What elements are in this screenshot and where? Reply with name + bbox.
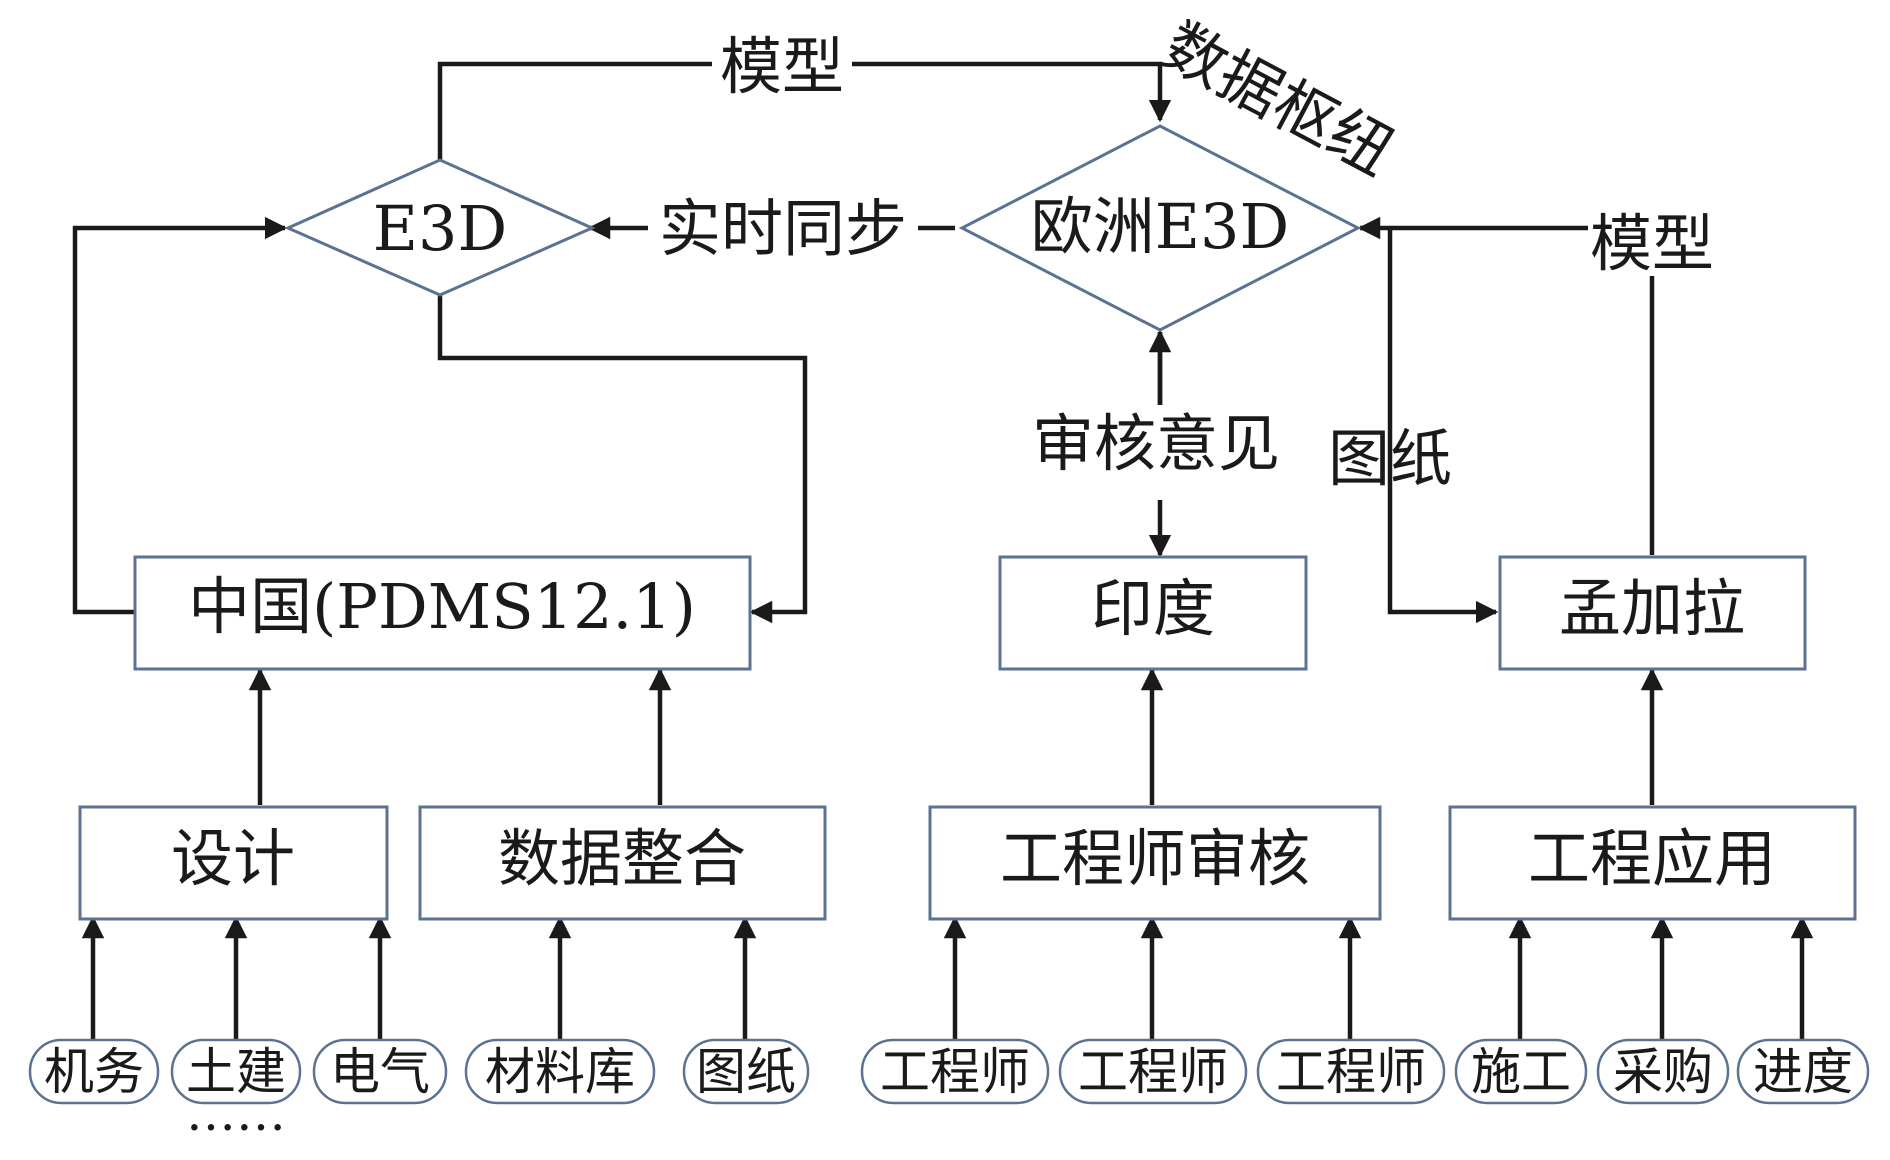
edge-china-to-e3d	[72, 216, 288, 615]
edge-e3d-to-china	[437, 295, 808, 624]
label-model-top: 模型	[720, 30, 844, 103]
source-engineer-1-label: 工程师	[880, 1043, 1030, 1101]
node-data-integration: 数据整合	[418, 805, 827, 921]
source-ellipsis: ……	[186, 1084, 286, 1142]
source-construction-label: 施工	[1471, 1043, 1571, 1101]
source-electrical-label: 电气	[330, 1043, 430, 1101]
source-procurement: 采购	[1596, 1038, 1730, 1105]
source-civil-label: 土建	[186, 1043, 286, 1101]
source-drawings: 图纸	[682, 1038, 810, 1105]
source-mechanical: 机务	[28, 1038, 160, 1105]
source-procurement-label: 采购	[1613, 1043, 1713, 1101]
source-electrical: 电气	[312, 1038, 448, 1105]
source-mechanical-label: 机务	[44, 1043, 144, 1101]
node-bangladesh: 孟加拉	[1498, 555, 1807, 671]
source-drawings-label: 图纸	[696, 1043, 796, 1101]
node-china-label: 中国(PDMS12.1)	[188, 570, 696, 643]
source-material-library-label: 材料库	[485, 1043, 635, 1101]
node-india: 印度	[998, 555, 1308, 671]
edges	[72, 61, 1814, 1040]
label-realtime-sync: 实时同步	[659, 192, 907, 265]
node-bangladesh-label: 孟加拉	[1559, 572, 1745, 645]
node-design: 设计	[78, 805, 389, 921]
node-europe-e3d: 欧洲E3D	[958, 124, 1362, 332]
node-engineering-application: 工程应用	[1448, 805, 1857, 921]
source-schedule: 进度	[1736, 1038, 1870, 1105]
source-engineer-2-label: 工程师	[1078, 1043, 1228, 1101]
source-construction: 施工	[1454, 1038, 1588, 1105]
node-engineering-application-label: 工程应用	[1528, 822, 1776, 895]
source-engineer-1: 工程师	[860, 1038, 1050, 1105]
node-data-integration-label: 数据整合	[498, 822, 746, 895]
source-engineer-3-label: 工程师	[1276, 1043, 1426, 1101]
source-civil: 土建	[170, 1038, 302, 1105]
node-europe-e3d-label: 欧洲E3D	[1031, 190, 1289, 263]
source-schedule-label: 进度	[1753, 1043, 1853, 1101]
node-engineer-review: 工程师审核	[928, 805, 1382, 921]
label-model-right: 模型	[1590, 207, 1714, 280]
label-drawings-edge: 图纸	[1328, 422, 1452, 495]
source-engineer-3: 工程师	[1256, 1038, 1446, 1105]
source-material-library: 材料库	[464, 1038, 656, 1105]
node-design-label: 设计	[171, 822, 295, 895]
node-india-label: 印度	[1091, 572, 1215, 645]
node-e3d-label: E3D	[373, 192, 507, 265]
node-engineer-review-label: 工程师审核	[1000, 822, 1310, 895]
source-engineer-2: 工程师	[1058, 1038, 1248, 1105]
node-e3d: E3D	[284, 158, 596, 297]
node-china: 中国(PDMS12.1)	[133, 555, 752, 671]
label-review-comments: 审核意见	[1032, 407, 1280, 480]
edge-europe-to-bangladesh	[1387, 228, 1499, 624]
